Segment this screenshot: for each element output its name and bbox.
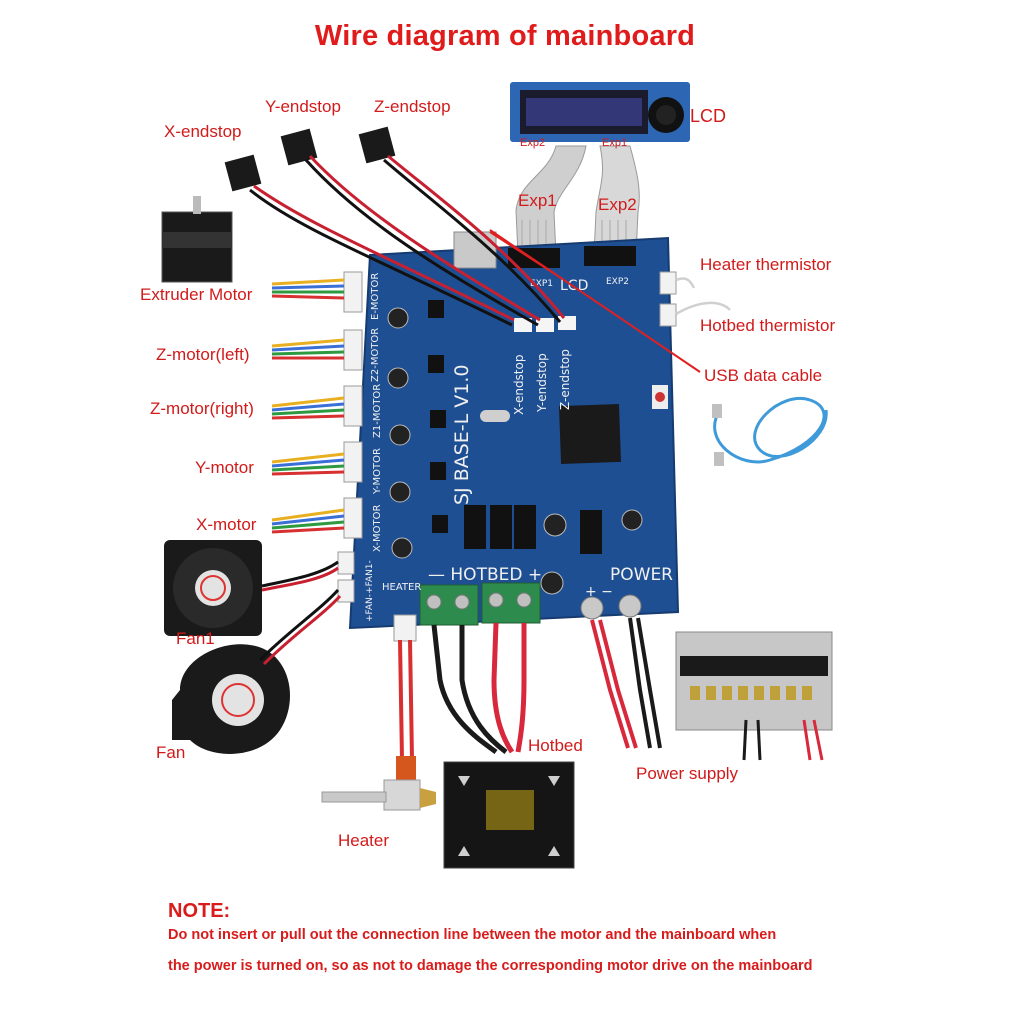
note-line-1: Do not insert or pull out the connection…: [168, 927, 777, 943]
board-x-endstop-text: X-endstop: [512, 355, 526, 415]
label-hotbed: Hotbed: [528, 736, 583, 755]
usb-cable: [712, 396, 828, 466]
board-fans-text: +FAN-+FAN1-: [365, 560, 375, 622]
board-power-signs-text: + −: [585, 584, 613, 600]
label-y-endstop: Y-endstop: [265, 97, 341, 116]
label-z-motor-left: Z-motor(left): [156, 345, 250, 364]
label-fan: Fan: [156, 743, 186, 762]
board-exp1-text: EXP1: [530, 279, 553, 289]
mainboard: [337, 231, 680, 642]
label-x-motor: X-motor: [196, 515, 257, 534]
motor-wires: [271, 278, 345, 534]
note-line-2: the power is turned on, so as not to dam…: [168, 958, 813, 974]
board-motor-x: X-MOTOR: [372, 505, 383, 552]
fan1-device: [164, 540, 339, 636]
board-motor-y: Y-MOTOR: [372, 448, 383, 495]
label-z-endstop: Z-endstop: [374, 97, 451, 116]
board-z-endstop-text: Z-endstop: [558, 349, 572, 410]
hotbed-assembly: [431, 622, 575, 869]
stepper-motor: [161, 196, 233, 283]
label-extruder-motor: Extruder Motor: [140, 285, 253, 304]
thermistor-wires: [675, 277, 731, 316]
board-name-text: SJ BASE-L V1.0: [451, 365, 473, 506]
board-motor-e: E-MOTOR: [370, 273, 381, 320]
label-hotbed-thermistor: Hotbed thermistor: [700, 316, 836, 335]
board-silkscreen: SJ BASE-L V1.0 — HOTBED + POWER + − HEAT…: [365, 273, 673, 622]
board-hotbed-text: — HOTBED +: [428, 565, 542, 585]
label-heater-thermistor: Heater thermistor: [700, 255, 832, 274]
heater-assembly: [321, 639, 436, 811]
page-title: Wire diagram of mainboard: [314, 20, 696, 52]
label-x-endstop: X-endstop: [164, 122, 242, 141]
label-power-supply: Power supply: [636, 764, 739, 783]
label-lcd: LCD: [690, 106, 727, 126]
pointer-lines: [489, 229, 701, 373]
board-power-text: POWER: [610, 565, 673, 585]
label-fan1: Fan1: [176, 629, 215, 648]
label-exp1-top: Exp1: [602, 137, 628, 149]
note-heading: NOTE:: [168, 900, 231, 922]
label-usb-cable: USB data cable: [704, 366, 823, 385]
fan-blower-device: [172, 588, 342, 754]
label-z-motor-right: Z-motor(right): [150, 399, 254, 418]
board-motor-z2: Z2-MOTOR: [370, 328, 381, 382]
board-y-endstop-text: Y-endstop: [535, 353, 549, 413]
endstop-switches: [224, 126, 566, 327]
board-heater-text: HEATER: [382, 582, 421, 593]
board-exp2-text: EXP2: [606, 277, 629, 287]
label-exp2-cable: Exp2: [598, 195, 637, 214]
board-motor-z1: Z1-MOTOR: [372, 384, 383, 438]
power-supply-assembly: [590, 617, 833, 761]
label-heater: Heater: [338, 831, 390, 850]
label-exp1-cable: Exp1: [518, 191, 557, 210]
lcd-module: [510, 82, 690, 142]
label-y-motor: Y-motor: [195, 458, 254, 477]
label-exp2-top: Exp2: [520, 137, 546, 149]
